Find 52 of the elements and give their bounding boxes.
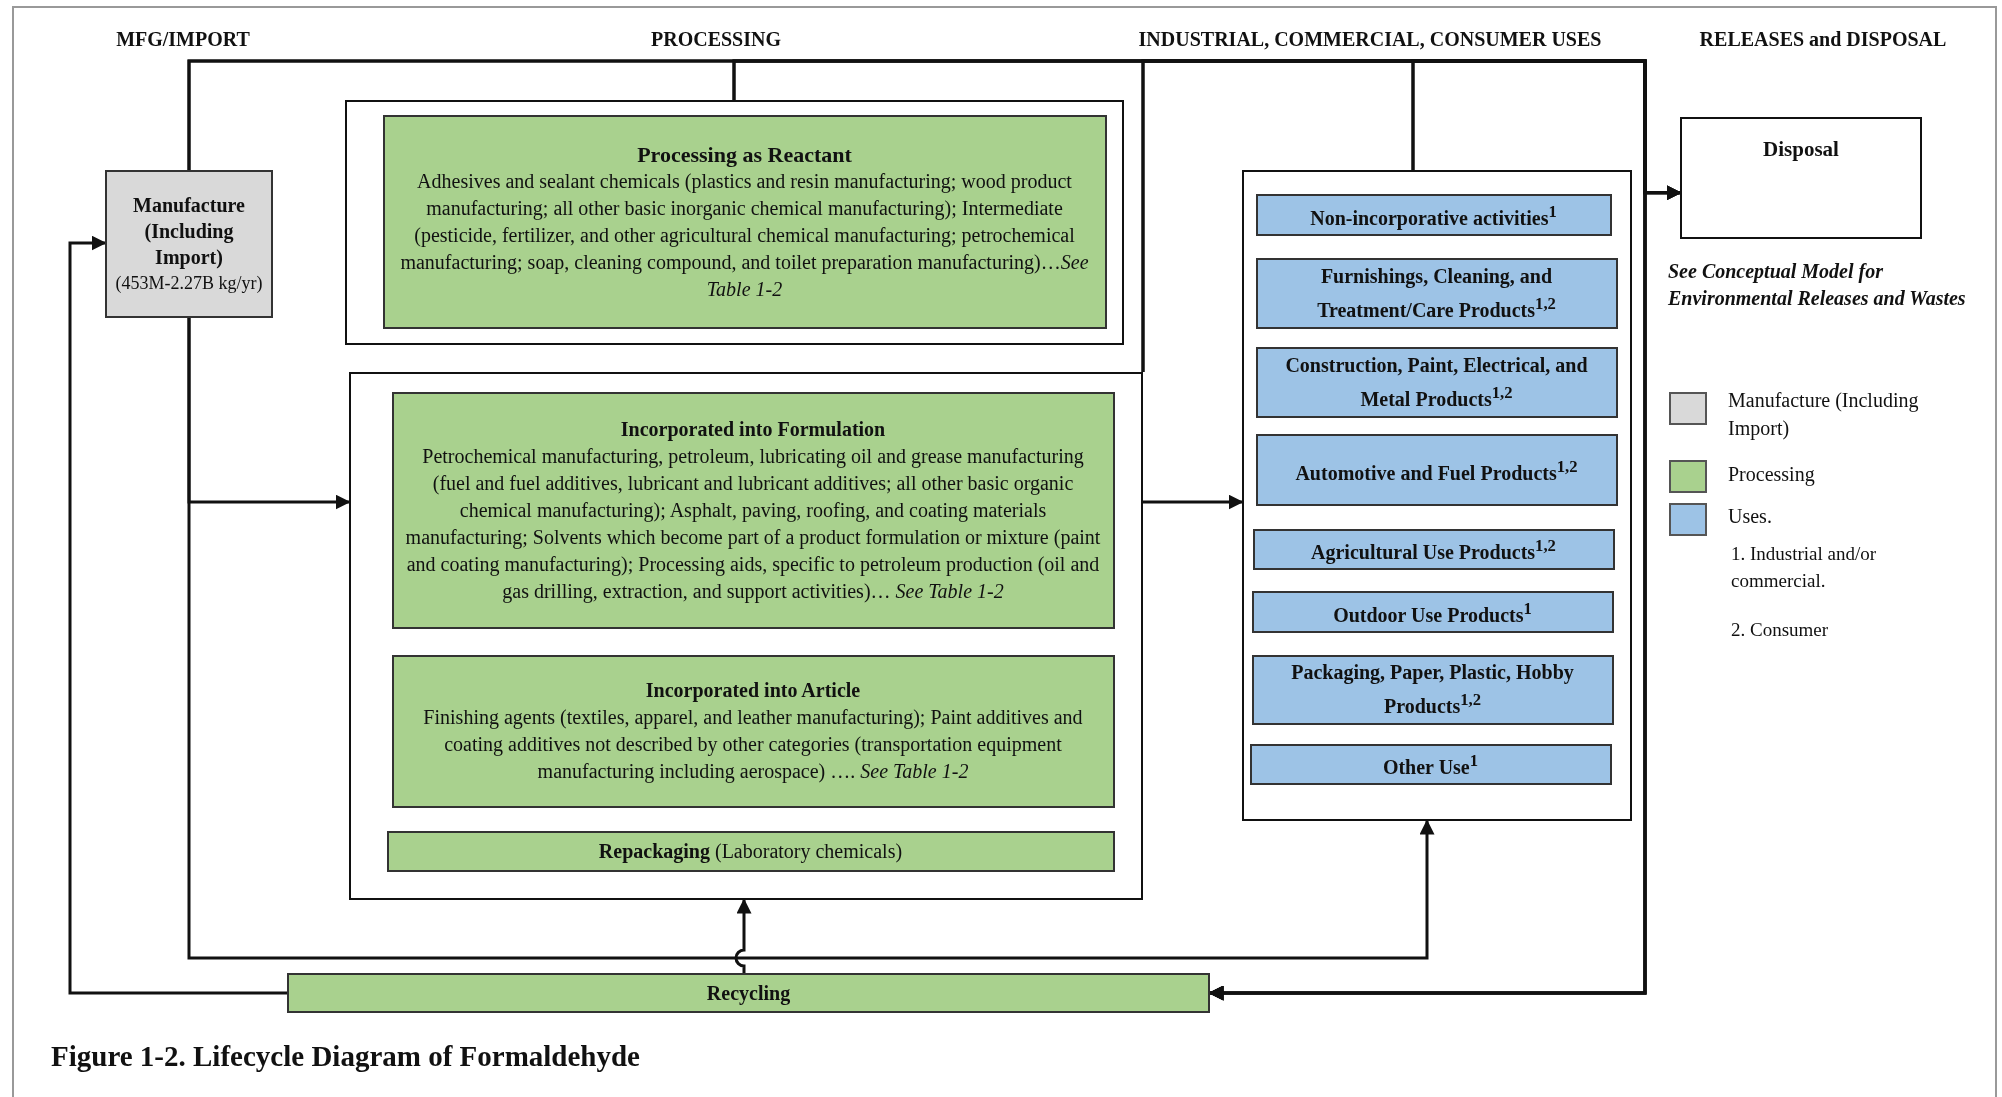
column-heading: RELEASES and DISPOSAL — [1699, 28, 1947, 51]
box-text: (453M-2.27B kg/yr) — [114, 272, 264, 295]
use-box — [1249, 743, 1612, 785]
process-box — [391, 391, 1115, 629]
box-heading: Incorporated into Formulation — [620, 416, 886, 443]
box-label: Recycling — [706, 981, 791, 1005]
use-box — [1255, 193, 1612, 236]
note-text: See Conceptual Model for Environmental Releases and Wastes — [1668, 259, 1967, 311]
process-box — [391, 654, 1115, 808]
group-box — [1242, 170, 1632, 821]
box-label: Non-incorporative activities$^{1}$ — [1310, 200, 1557, 232]
box-label: Construction, Paint, Electrical, and Metal Products$^{1,2}$ — [1284, 352, 1589, 412]
arrow — [734, 898, 752, 973]
use-box — [1252, 528, 1615, 570]
group-box — [349, 372, 1143, 900]
arrow — [187, 318, 1435, 960]
use-box — [1255, 346, 1618, 418]
box-label: Automotive and Fuel Products$^{1,2}$ — [1295, 455, 1578, 486]
figure-caption: Figure 1-2. Lifecycle Diagram of Formaldehyde — [51, 1040, 640, 1073]
footnote-text: 1. Industrial and/or commercial. — [1731, 542, 1878, 593]
box-label: Other Use$^{1}$ — [1382, 750, 1479, 780]
disposal-box — [1680, 117, 1922, 239]
use-box — [1255, 257, 1618, 329]
column-heading: PROCESSING — [651, 28, 781, 51]
box-heading: Processing as Reactant — [637, 140, 852, 168]
legend-label: Manufacture (Including Import) — [1728, 388, 1920, 442]
use-box — [1255, 433, 1618, 506]
group-box — [345, 100, 1124, 345]
box-label: Packaging, Paper, Plastic, Hobby Products$^{1,2}$ — [1290, 660, 1575, 719]
legend-label: Processing — [1728, 463, 1815, 486]
column-heading: MFG/IMPORT — [116, 28, 250, 51]
process-box — [382, 114, 1107, 329]
box-heading: Manufacture (Including Import) — [132, 193, 246, 270]
arrow — [1143, 494, 1244, 510]
arrow — [68, 235, 287, 995]
box-label: Outdoor Use Products$^{1}$ — [1333, 597, 1532, 628]
recycling-bar — [287, 973, 1210, 1013]
process-box — [386, 830, 1115, 872]
manufacture-box — [105, 170, 273, 318]
box-label: Agricultural Use Products$^{1,2}$ — [1311, 535, 1556, 566]
box-text: Adhesives and sealant chemicals (plastics and resin manufacturing; wood product manufacturing; all other basic inorganic chemical manufacturing); Intermediate (pesticide, fertilizer, and other agricultural chemical manufacturing; petrochemical manufacturing; soap, cleaning compound, and toilet preparation manufacturing)…See Table 1-2 — [399, 168, 1090, 302]
use-box — [1251, 654, 1614, 725]
use-box — [1251, 590, 1614, 633]
box-label: Repackaging (Laboratory chemicals) — [598, 838, 903, 865]
legend-label: Uses. — [1728, 505, 1772, 528]
box-heading: Incorporated into Article — [645, 678, 861, 704]
column-heading: INDUSTRIAL, COMMERCIAL, CONSUMER USES — [1138, 28, 1602, 51]
box-label: Disposal — [1763, 137, 1839, 162]
box-text: Petrochemical manufacturing, petroleum, lubricating oil and grease manufacturing (fuel and fuel additives, lubricant and lubricant additives; all other basic organic chemical manufacturing); Asphalt, paving, roofing, and coating materials manufacturing; Solvents which become part of a product formulation or mixture (paint and coating manufacturing); Processing aids, specific to petroleum production (oil and gas drilling, extraction, and support activities)… See Table 1-2 — [404, 443, 1102, 605]
footnote-text: 2. Consumer — [1731, 619, 1829, 641]
box-label: Furnishings, Cleaning, and Treatment/Care Products$^{1,2}$ — [1316, 263, 1557, 323]
box-text: Finishing agents (textiles, apparel, and leather manufacturing); Paint additives and coating additives not described by other categories (transportation equipment manufacturing including aerospace) …. See Table 1-2 — [422, 705, 1084, 785]
